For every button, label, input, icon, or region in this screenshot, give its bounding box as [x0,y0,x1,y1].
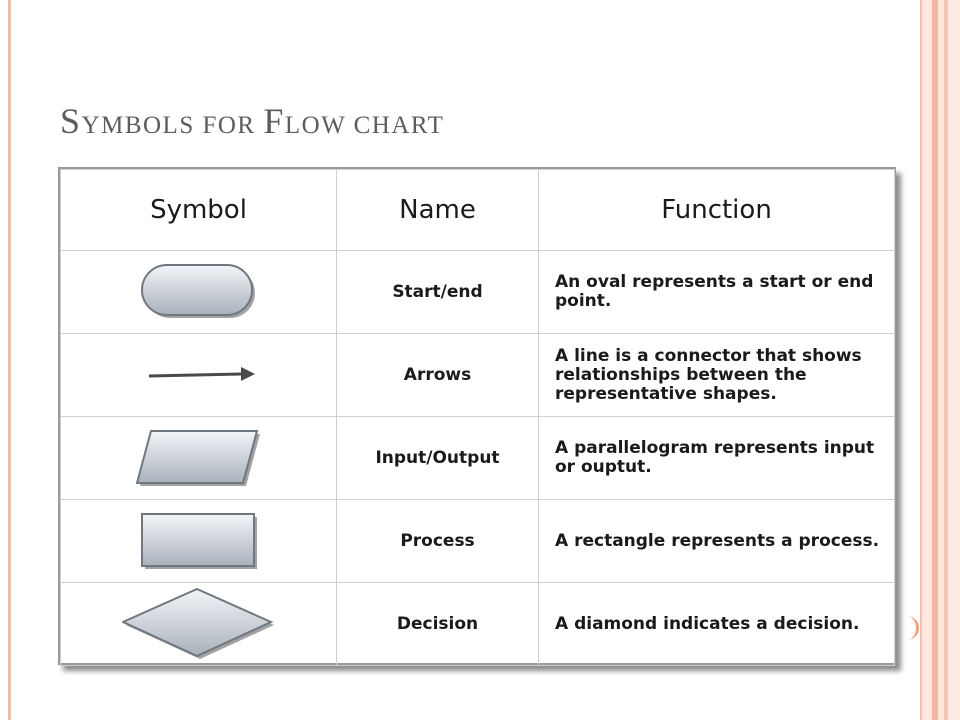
row-name: Process [336,499,539,583]
row-name: Input/Output [336,416,539,500]
symbols-table: Symbol Name Function Start/end An oval r… [60,169,895,666]
row-function: A parallelogram represents input or oupt… [538,416,895,500]
title-initial-s: S [60,101,82,141]
symbol-cell [60,333,337,417]
slide-right-border [918,0,960,720]
title-initial-f: F [263,101,285,141]
row-function: A diamond indicates a decision. [538,582,895,666]
symbol-cell [60,250,337,334]
symbol-cell [60,499,337,583]
flowchart-symbols-table: Symbol Name Function Start/end An oval r… [58,167,896,666]
oval-icon [140,264,255,318]
header-symbol: Symbol [60,169,337,251]
table-header-row: Symbol Name Function [60,169,895,251]
title-text-low-chart: low chart [284,112,445,139]
rectangle-icon [140,513,257,569]
row-function: A line is a connector that shows relatio… [538,333,895,417]
table-row: Input/Output A parallelogram represents … [60,416,895,500]
title-text-symbols-for: ymbols for [81,112,264,139]
decorative-accent [904,616,919,640]
symbol-cell [60,582,337,666]
table-row: Decision A diamond indicates a decision. [60,582,895,666]
row-name: Decision [336,582,539,666]
header-name: Name [336,169,539,251]
arrow-icon [148,367,255,381]
table-row: Arrows A line is a connector that shows … [60,333,895,417]
symbol-cell [60,416,337,500]
parallelogram-icon [135,430,260,486]
row-name: Start/end [336,250,539,334]
row-name: Arrows [336,333,539,417]
slide-title: Symbols for Flow chart [60,100,444,142]
row-function: A rectangle represents a process. [538,499,895,583]
header-function: Function [538,169,895,251]
slide-left-border [8,0,11,720]
table-row: Process A rectangle represents a process… [60,499,895,583]
table-row: Start/end An oval represents a start or … [60,250,895,334]
diamond-icon [121,587,274,659]
row-function: An oval represents a start or end point. [538,250,895,334]
